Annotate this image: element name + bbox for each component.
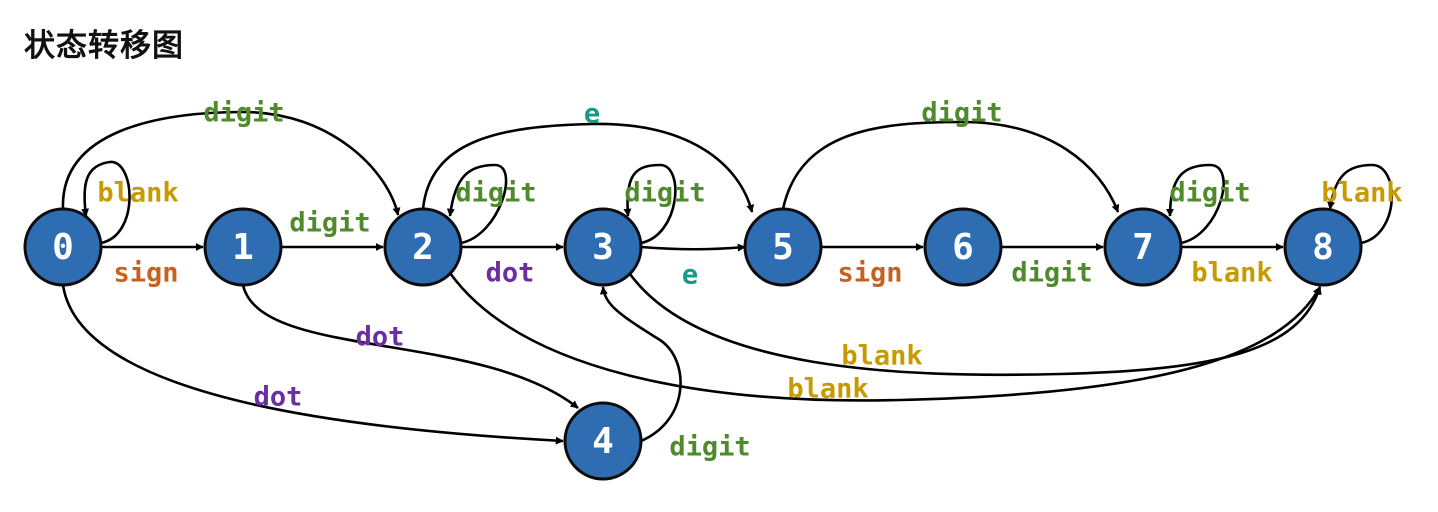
edge-3-5 bbox=[640, 243, 746, 252]
state-node-4: 4 bbox=[563, 401, 643, 481]
edge-2-2 bbox=[446, 163, 508, 245]
edge-label-5-7: digit bbox=[921, 98, 1002, 129]
state-label-7: 7 bbox=[1132, 227, 1154, 268]
transition-edges bbox=[61, 110, 1393, 445]
edge-7-7 bbox=[1166, 163, 1225, 245]
edge-label-0-4: dot bbox=[254, 382, 303, 413]
state-circle-2 bbox=[383, 207, 463, 287]
edge-label-3-3: digit bbox=[624, 178, 705, 209]
edge-label-2-8: blank bbox=[787, 374, 868, 405]
state-node-0: 0 bbox=[23, 207, 103, 287]
state-node-1: 1 bbox=[203, 207, 283, 287]
state-label-6: 6 bbox=[952, 227, 974, 268]
edge-label-8-8: blank bbox=[1321, 178, 1402, 209]
edge-label-5-6: sign bbox=[837, 258, 902, 289]
edge-label-1-2: digit bbox=[289, 208, 370, 239]
state-circle-5 bbox=[743, 207, 823, 287]
edge-label-7-7: digit bbox=[1169, 178, 1250, 209]
edge-label-2-5: e bbox=[584, 99, 600, 130]
state-circle-0 bbox=[23, 207, 103, 287]
state-label-3: 3 bbox=[592, 227, 614, 268]
state-node-5: 5 bbox=[743, 207, 823, 287]
edge-1-4 bbox=[241, 284, 579, 410]
state-label-5: 5 bbox=[772, 227, 794, 268]
edge-label-2-3: dot bbox=[486, 258, 535, 289]
edge-3-8 bbox=[628, 273, 1322, 377]
edge-label-3-8: blank bbox=[841, 341, 922, 372]
state-node-2: 2 bbox=[383, 207, 463, 287]
edge-label-7-8: blank bbox=[1191, 258, 1272, 289]
edge-0-4 bbox=[61, 284, 564, 445]
edge-label-3-5: e bbox=[682, 260, 698, 291]
state-node-8: 8 bbox=[1283, 207, 1363, 287]
state-nodes: 0 1 2 3 4 5 6 7 8 bbox=[23, 207, 1363, 481]
edge-4-3 bbox=[599, 286, 682, 443]
state-node-6: 6 bbox=[923, 207, 1003, 287]
state-label-0: 0 bbox=[52, 227, 74, 268]
edge-2-8 bbox=[448, 272, 1322, 402]
edge-3-3 bbox=[623, 163, 677, 245]
state-circle-4 bbox=[563, 401, 643, 481]
edge-label-6-7: digit bbox=[1011, 258, 1092, 289]
edge-0-0 bbox=[81, 160, 131, 245]
state-label-8: 8 bbox=[1312, 227, 1334, 268]
transition-labels: blank sign digit dot digit dot digit dot e blank d… bbox=[97, 98, 1402, 463]
diagram-title: 状态转移图 bbox=[24, 28, 184, 64]
edge-label-4-3: digit bbox=[669, 432, 750, 463]
state-circle-1 bbox=[203, 207, 283, 287]
state-label-1: 1 bbox=[232, 227, 254, 268]
state-circle-6 bbox=[923, 207, 1003, 287]
edge-0-2 bbox=[61, 110, 401, 216]
state-label-2: 2 bbox=[412, 227, 434, 268]
edge-5-7 bbox=[781, 120, 1120, 213]
edge-label-1-4: dot bbox=[356, 322, 405, 353]
state-node-7: 7 bbox=[1103, 207, 1183, 287]
edge-label-0-1: sign bbox=[113, 258, 178, 289]
edge-label-0-0: blank bbox=[97, 178, 178, 209]
edge-8-8 bbox=[1327, 163, 1393, 245]
edge-label-0-2: digit bbox=[203, 98, 284, 129]
state-label-4: 4 bbox=[592, 421, 614, 462]
state-circle-8 bbox=[1283, 207, 1363, 287]
edge-2-5 bbox=[421, 122, 755, 213]
edge-label-2-2: digit bbox=[455, 178, 536, 209]
state-circle-7 bbox=[1103, 207, 1183, 287]
state-node-3: 3 bbox=[563, 207, 643, 287]
state-circle-3 bbox=[563, 207, 643, 287]
